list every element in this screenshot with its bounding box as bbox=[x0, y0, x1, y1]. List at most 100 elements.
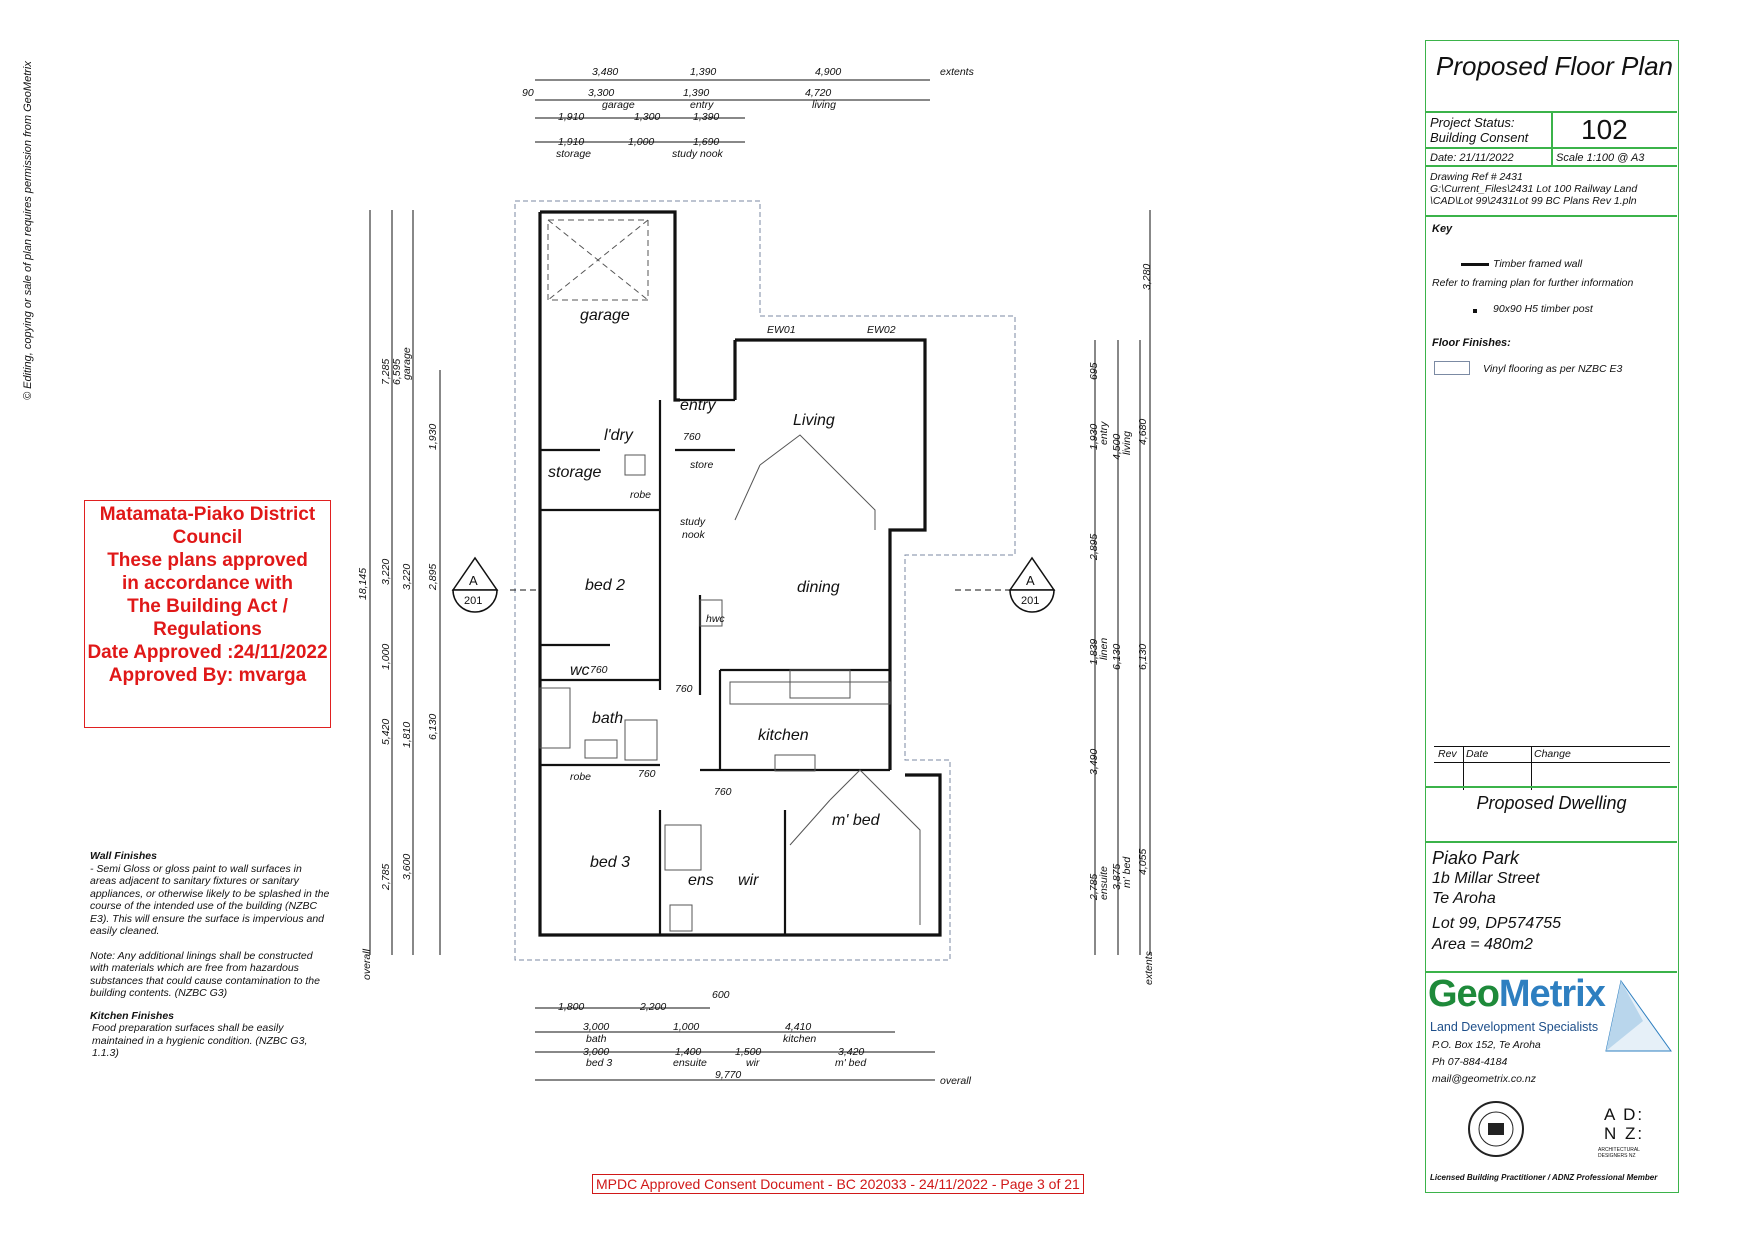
address-line: 1b Millar Street bbox=[1432, 870, 1540, 887]
dim: 4,410 bbox=[785, 1021, 811, 1033]
dim: 695 bbox=[1088, 362, 1100, 380]
dim: 1,910 bbox=[558, 111, 584, 123]
rev-header: Rev bbox=[1438, 748, 1457, 760]
dim: 3,000 bbox=[583, 1046, 609, 1058]
dim: 3,420 bbox=[838, 1046, 864, 1058]
dim-label: m' bed bbox=[1121, 856, 1133, 888]
vertical-dimension-text: 18,145 overall 7,285 3,220 1,000 5,420 2… bbox=[357, 264, 1155, 985]
dimension-text: 3,480 1,390 4,900 extents 90 3,300 1,390… bbox=[522, 66, 975, 1087]
stamp-line: in accordance with bbox=[121, 573, 294, 594]
room-living: Living bbox=[793, 412, 835, 429]
post-symbol bbox=[1473, 309, 1477, 313]
room-bed3: bed 3 bbox=[590, 854, 630, 871]
company-logo: GeoMetrix bbox=[1428, 973, 1606, 1016]
dim: 1,910 bbox=[558, 136, 584, 148]
dim: 600 bbox=[712, 989, 730, 1001]
status-value: Building Consent bbox=[1430, 130, 1529, 145]
room-kitchen: kitchen bbox=[758, 727, 809, 744]
dim: 3,280 bbox=[1141, 264, 1153, 290]
room-robe: robe bbox=[630, 489, 651, 501]
key-wall: Timber framed wall bbox=[1493, 258, 1583, 270]
window-ew01: EW01 bbox=[767, 324, 796, 336]
kitchen-finishes-text: Food preparation surfaces shall be easil… bbox=[92, 1022, 308, 1059]
dim: 90 bbox=[522, 87, 534, 99]
room-robe2: robe bbox=[570, 771, 591, 783]
dim: 3,480 bbox=[592, 66, 618, 78]
dim: 3,000 bbox=[583, 1021, 609, 1033]
dim: 4,720 bbox=[805, 87, 831, 99]
dim: 3,220 bbox=[401, 564, 413, 590]
site-name: Piako Park bbox=[1432, 848, 1520, 868]
dim-label: living bbox=[812, 99, 836, 111]
dim-label: storage bbox=[556, 148, 591, 160]
room-labels: garage l'dry entry Living storage bed 2 … bbox=[548, 307, 881, 889]
dim: 1,000 bbox=[628, 136, 654, 148]
stamp-line: These plans approved bbox=[107, 550, 308, 571]
dim: 2,895 bbox=[427, 564, 439, 591]
dim: 1,300 bbox=[634, 111, 660, 123]
dim: 3,300 bbox=[588, 87, 614, 99]
project-name: Proposed Dwelling bbox=[1476, 793, 1627, 813]
dim: 3,490 bbox=[1088, 749, 1100, 775]
roof-outline bbox=[514, 200, 1016, 961]
dim: 4,055 bbox=[1137, 849, 1149, 875]
dim: extents bbox=[1143, 950, 1155, 985]
consent-footer: MPDC Approved Consent Document - BC 2020… bbox=[592, 1174, 1084, 1194]
door-size: 760 bbox=[675, 683, 693, 695]
section-number: 201 bbox=[1021, 595, 1039, 607]
dim: 18,145 bbox=[357, 568, 369, 600]
room-hwc: hwc bbox=[706, 613, 725, 625]
drawing-reference: Drawing Ref # 2431 G:\Current_Files\2431… bbox=[1430, 171, 1637, 207]
dim-label: garage bbox=[602, 99, 635, 111]
room-storage: storage bbox=[548, 464, 601, 481]
dim: 1,390 bbox=[690, 66, 716, 78]
dim: 4,500 bbox=[1111, 434, 1123, 460]
dim: 5,420 bbox=[380, 719, 392, 745]
dim-label: kitchen bbox=[783, 1033, 816, 1045]
dim: overall bbox=[361, 948, 373, 980]
window-ew02: EW02 bbox=[867, 324, 896, 336]
wall-finishes-text: - Semi Gloss or gloss paint to wall surf… bbox=[90, 862, 330, 938]
adnz-logo: A D: N Z: bbox=[1604, 1105, 1645, 1143]
logo-metrix: Metrix bbox=[1498, 973, 1606, 1015]
door-size: 760 bbox=[683, 431, 701, 443]
section-marker-right: A 201 bbox=[955, 556, 1056, 613]
room-laundry: l'dry bbox=[604, 427, 634, 444]
council-approval-stamp: Matamata-Piako District Council These pl… bbox=[84, 500, 331, 728]
status-label: Project Status: bbox=[1430, 115, 1515, 130]
dim: 1,690 bbox=[693, 136, 719, 148]
door-size: 760 bbox=[714, 786, 732, 798]
dim: 6,130 bbox=[1137, 644, 1149, 670]
room-ensuite: ens bbox=[688, 872, 714, 889]
dim-label: wir bbox=[746, 1057, 760, 1069]
dim: 3,220 bbox=[380, 559, 392, 585]
ref-line: Drawing Ref # 2431 bbox=[1430, 171, 1523, 183]
room-bed2: bed 2 bbox=[585, 577, 625, 594]
project-status: Project Status: Building Consent bbox=[1430, 115, 1528, 145]
dim-label: bed 3 bbox=[586, 1057, 612, 1069]
site-area: Area = 480m2 bbox=[1432, 936, 1533, 953]
dim-label: garage bbox=[401, 347, 413, 380]
lbp-badge-icon bbox=[1468, 1101, 1524, 1157]
dim: 9,770 bbox=[715, 1069, 741, 1081]
room-entry: entry bbox=[680, 397, 717, 414]
dim-label: bath bbox=[586, 1033, 607, 1045]
room-bath: bath bbox=[592, 710, 623, 727]
dim: 1,839 bbox=[1088, 639, 1100, 665]
dim-label: ensuite bbox=[1098, 866, 1110, 900]
room-store: store bbox=[690, 459, 714, 471]
fixtures bbox=[539, 219, 921, 932]
wall-finishes-title: Wall Finishes bbox=[90, 850, 157, 862]
section-letter: A bbox=[469, 573, 478, 588]
stamp-line: Matamata-Piako District bbox=[99, 504, 316, 525]
plan-date: Date: 21/11/2022 bbox=[1430, 152, 1514, 164]
floor-finishes-title: Floor Finishes: bbox=[1432, 337, 1511, 349]
logo-geo: Geo bbox=[1428, 973, 1500, 1015]
dim-label: ensuite bbox=[673, 1057, 707, 1069]
room-garage: garage bbox=[580, 307, 630, 324]
dim-label: study nook bbox=[672, 148, 724, 160]
door-size: 760 bbox=[590, 664, 608, 676]
door-size: 760 bbox=[638, 768, 656, 780]
dim: 1,390 bbox=[693, 111, 719, 123]
dim: 1,000 bbox=[673, 1021, 699, 1033]
